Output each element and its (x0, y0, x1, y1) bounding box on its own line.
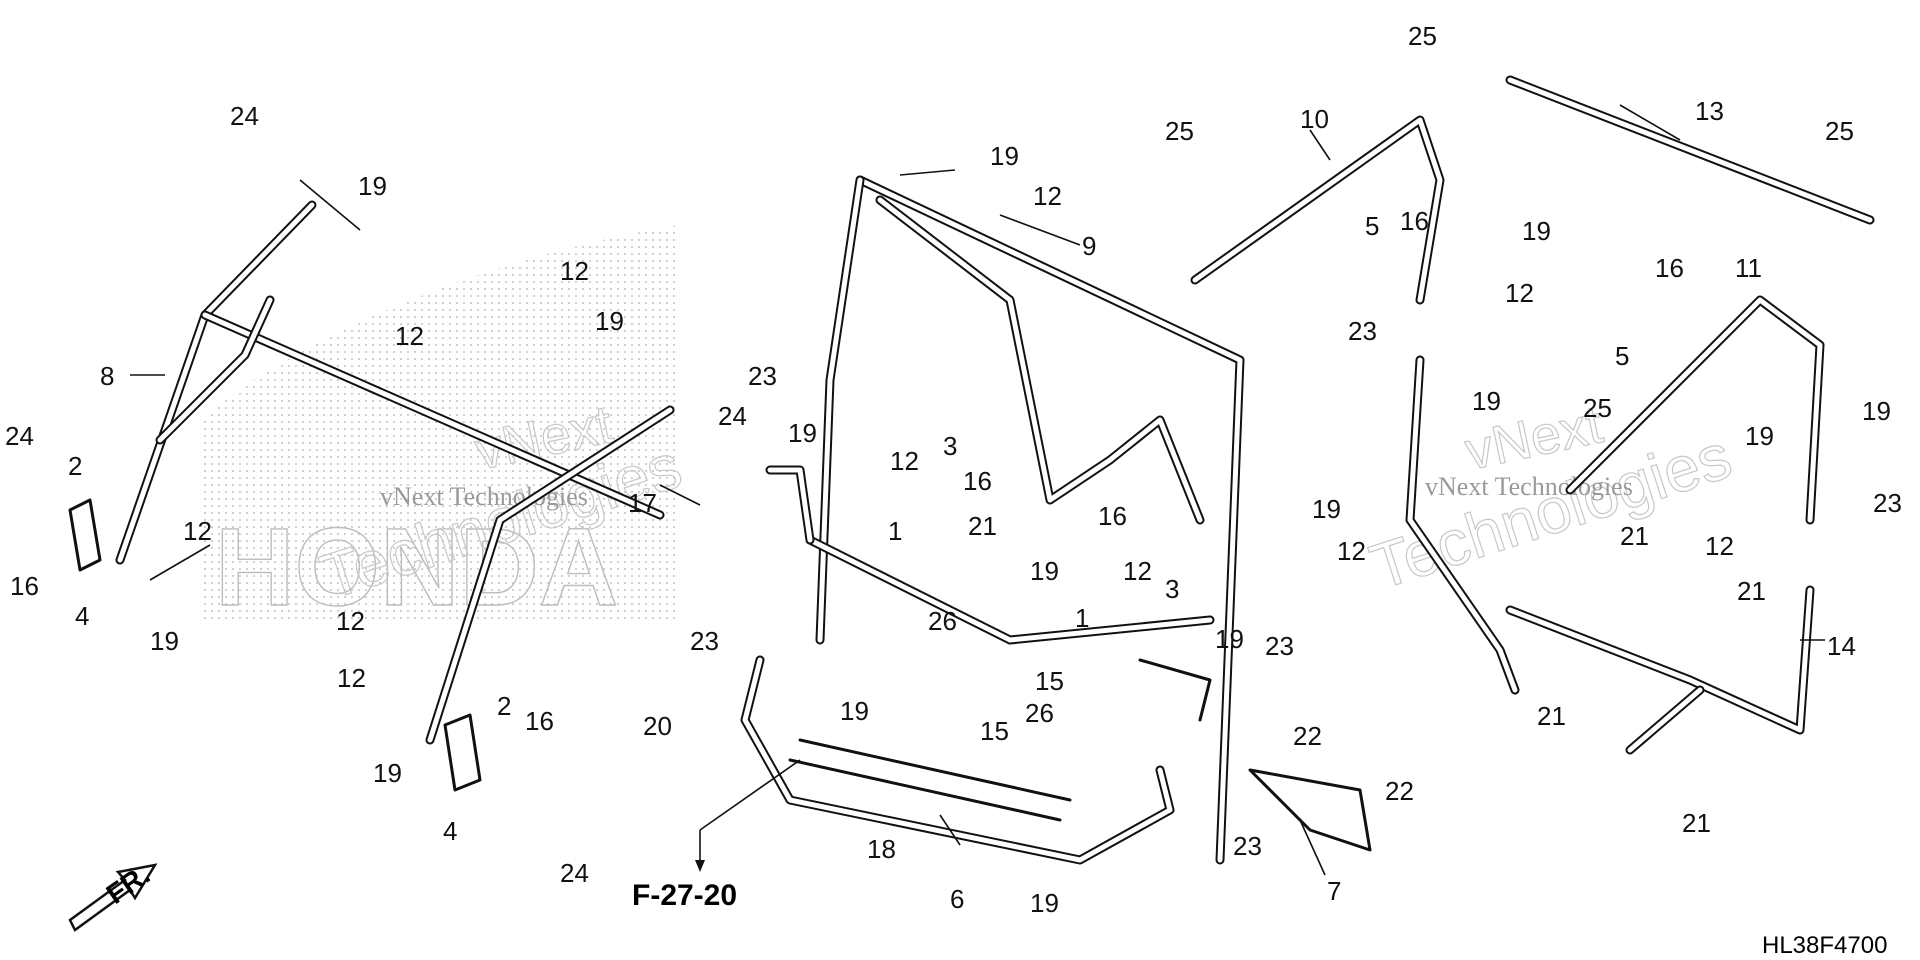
front-arrow (68, 863, 158, 932)
callout: 8 (100, 361, 114, 391)
callout: 26 (1025, 698, 1054, 728)
callout: 2 (68, 451, 82, 481)
callout: 20 (643, 711, 672, 741)
callout: 15 (1035, 666, 1064, 696)
callout: 23 (1265, 631, 1294, 661)
reference-arrow (695, 830, 705, 872)
callout: 12 (337, 663, 366, 693)
callout: 21 (1620, 521, 1649, 551)
callout: 19 (990, 141, 1019, 171)
callout: 16 (525, 706, 554, 736)
watermark-brand: HONDA (215, 506, 618, 629)
callout: 19 (150, 626, 179, 656)
roll-bar-left-front (68, 200, 675, 792)
callout: 16 (1098, 501, 1127, 531)
callout: 23 (748, 361, 777, 391)
callout: 19 (1030, 888, 1059, 918)
callout: 12 (1705, 531, 1734, 561)
callout: 9 (1082, 231, 1096, 261)
callout: 19 (1862, 396, 1891, 426)
callout: 24 (560, 858, 589, 888)
callout: 12 (1337, 536, 1366, 566)
callout: 11 (1735, 253, 1762, 283)
callout: 1 (888, 516, 902, 546)
callout: 3 (1165, 574, 1179, 604)
callout: 25 (1165, 116, 1194, 146)
callout: 26 (928, 606, 957, 636)
callout: 25 (1408, 21, 1437, 51)
callout: 25 (1825, 116, 1854, 146)
callout: 12 (890, 446, 919, 476)
callout: 12 (336, 606, 365, 636)
callout: 2 (497, 691, 511, 721)
callout: 21 (968, 511, 997, 541)
callout: 19 (840, 696, 869, 726)
leader-lines (130, 104, 1825, 876)
callout: 12 (183, 516, 212, 546)
callout: 16 (1400, 206, 1429, 236)
callout: 24 (230, 101, 259, 131)
callout: 19 (1745, 421, 1774, 451)
callout: 18 (867, 834, 896, 864)
callout: 23 (1873, 488, 1902, 518)
callout: 19 (373, 758, 402, 788)
callout: 7 (1327, 876, 1341, 906)
roll-bar-right (1190, 75, 1875, 755)
callout: 19 (1030, 556, 1059, 586)
lower-frame (740, 465, 1372, 865)
callout: 25 (1583, 393, 1612, 423)
callout: 5 (1365, 211, 1379, 241)
callout: 22 (1385, 776, 1414, 806)
callout: 13 (1695, 96, 1724, 126)
callout: 12 (395, 321, 424, 351)
callout: 23 (690, 626, 719, 656)
main-frame (805, 175, 1245, 865)
callout: 12 (1505, 278, 1534, 308)
callout: 23 (1233, 831, 1262, 861)
callout: 19 (595, 306, 624, 336)
callout: 16 (10, 571, 39, 601)
callout: 19 (1215, 624, 1244, 654)
callout: 5 (1615, 341, 1629, 371)
callout: 22 (1293, 721, 1322, 751)
callout: 19 (1472, 386, 1501, 416)
callout: 15 (980, 716, 1009, 746)
callout: 1 (1075, 603, 1089, 633)
callout: 4 (443, 816, 457, 846)
callout: 24 (5, 421, 34, 451)
callout: 21 (1537, 701, 1566, 731)
callout: 17 (628, 488, 657, 518)
callout: 19 (1312, 494, 1341, 524)
callout: 21 (1682, 808, 1711, 838)
callout: 23 (1348, 316, 1377, 346)
diagram-code: HL38F4700 (1762, 932, 1887, 959)
callout: 16 (963, 466, 992, 496)
reference-link[interactable]: F-27-20 (632, 879, 737, 912)
callout: 10 (1300, 104, 1329, 134)
callout: 12 (1123, 556, 1152, 586)
callout: 14 (1827, 631, 1856, 661)
callout: 12 (560, 256, 589, 286)
callout: 19 (1522, 216, 1551, 246)
watermark-small-right: vNext Technologies (1425, 472, 1633, 501)
callout: 21 (1737, 576, 1766, 606)
callout: 24 (718, 401, 747, 431)
callout: 3 (943, 431, 957, 461)
callout: 19 (358, 171, 387, 201)
callouts: 24 19 12 8 24 2 16 4 19 12 12 19 12 24 1… (5, 21, 1902, 918)
callout: 16 (1655, 253, 1684, 283)
callout: 4 (75, 601, 89, 631)
callout: 19 (788, 418, 817, 448)
callout: 12 (1033, 181, 1062, 211)
callout: 6 (950, 884, 964, 914)
